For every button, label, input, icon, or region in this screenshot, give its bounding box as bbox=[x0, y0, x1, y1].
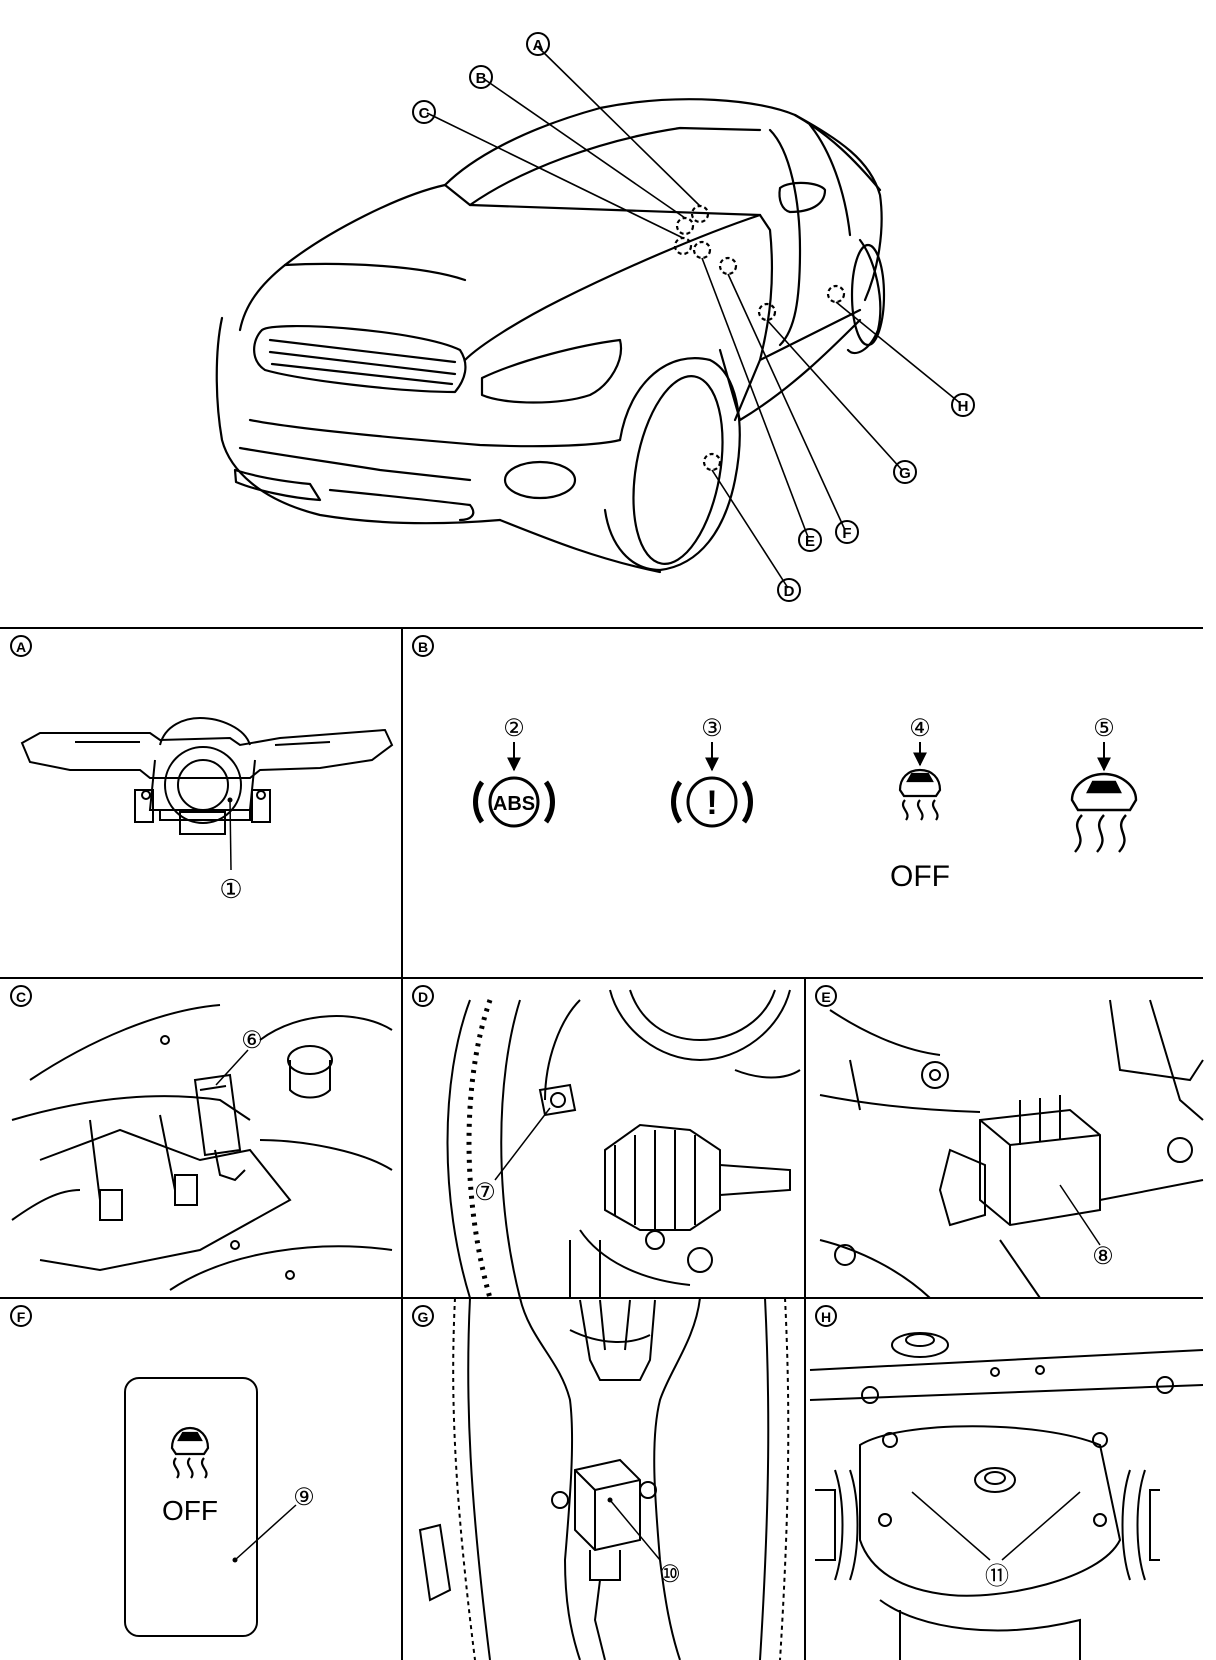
yaw-rate-sensor-drawing bbox=[418, 1297, 790, 1660]
callout-d: D bbox=[777, 578, 801, 602]
rear-wheel-sensor-drawing bbox=[809, 1332, 1204, 1660]
vdc-off-switch-icon bbox=[170, 1426, 210, 1479]
item-7-label: ⑦ bbox=[474, 1179, 496, 1206]
panel-g: G ⑩ bbox=[412, 1297, 790, 1660]
callout-c-text: C bbox=[419, 105, 430, 122]
vehicle-overview bbox=[215, 98, 886, 574]
panel-c-label: C bbox=[16, 989, 26, 1005]
panel-grid bbox=[0, 627, 1203, 1660]
callout-h: H bbox=[951, 393, 975, 417]
callout-g: G bbox=[893, 460, 917, 484]
item-3-label: ③ bbox=[701, 715, 723, 742]
callout-c: C bbox=[412, 100, 436, 124]
panel-a-label: A bbox=[16, 639, 26, 655]
slip-indicator-icon bbox=[1070, 772, 1138, 853]
vdc-off-switch-body bbox=[124, 1377, 258, 1637]
callout-leaders bbox=[426, 46, 961, 589]
panel-d-label: D bbox=[418, 989, 428, 1005]
panel-f: F OFF ⑨ bbox=[10, 1305, 315, 1637]
callout-b-text: B bbox=[476, 70, 487, 87]
marker-h bbox=[826, 284, 846, 304]
item-5-label: ⑤ bbox=[1093, 715, 1115, 742]
front-wheel-sensor-drawing bbox=[446, 989, 801, 1299]
marker-e bbox=[692, 240, 712, 260]
item-9-label: ⑨ bbox=[293, 1484, 315, 1511]
brake-warning-lamp-icon: ! bbox=[671, 776, 753, 828]
panel-e-label: E bbox=[821, 989, 830, 1005]
callout-markers bbox=[673, 204, 846, 472]
callout-d-text: D bbox=[784, 583, 795, 600]
panel-g-label: G bbox=[418, 1309, 429, 1325]
marker-f bbox=[718, 256, 738, 276]
panel-b: B ② ABS ③ ! ④ OFF ⑤ bbox=[412, 635, 1138, 893]
callout-g-text: G bbox=[899, 465, 911, 482]
callout-h-text: H bbox=[958, 398, 969, 415]
panel-f-label: F bbox=[17, 1309, 26, 1325]
item-1-label: ① bbox=[219, 874, 242, 904]
item-11-label: ⑪ bbox=[985, 1563, 1009, 1590]
abs-text: ABS bbox=[493, 793, 535, 815]
callout-e: E bbox=[798, 528, 822, 552]
panel-d: D ⑦ bbox=[412, 985, 801, 1299]
item-8-label: ⑧ bbox=[1092, 1243, 1114, 1270]
item-10-label: ⑩ bbox=[659, 1561, 681, 1588]
callout-a: A bbox=[526, 32, 550, 56]
marker-g bbox=[757, 302, 777, 322]
combination-switch-drawing bbox=[20, 716, 394, 835]
panel-h-label: H bbox=[821, 1309, 831, 1325]
vdc-off-switch-text: OFF bbox=[162, 1495, 218, 1526]
callout-a-text: A bbox=[533, 37, 544, 54]
vdc-off-text: OFF bbox=[890, 860, 950, 893]
abs-warning-lamp-icon: ABS bbox=[473, 776, 555, 828]
panel-a: A ① bbox=[10, 635, 394, 904]
panel-e: E ⑧ bbox=[815, 985, 1204, 1299]
item-2-label: ② bbox=[503, 715, 525, 742]
marker-d bbox=[702, 452, 722, 472]
item-4-label: ④ bbox=[909, 715, 931, 742]
overview-labels: A B C D E F G H bbox=[412, 32, 975, 602]
panel-b-label: B bbox=[418, 639, 428, 655]
abs-actuator-unit-drawing bbox=[819, 999, 1204, 1299]
callout-f-text: F bbox=[842, 525, 851, 542]
panel-c: C ⑥ bbox=[10, 985, 393, 1291]
marker-b bbox=[675, 216, 695, 236]
exclamation-text: ! bbox=[706, 784, 717, 822]
panel-h: H ⑪ bbox=[809, 1305, 1204, 1660]
brake-fluid-level-switch-drawing bbox=[11, 1004, 393, 1291]
callout-b: B bbox=[469, 65, 493, 89]
callout-e-text: E bbox=[805, 533, 815, 550]
item-6-label: ⑥ bbox=[241, 1027, 263, 1054]
callout-f: F bbox=[835, 520, 859, 544]
vdc-off-indicator-icon: OFF bbox=[890, 768, 950, 893]
